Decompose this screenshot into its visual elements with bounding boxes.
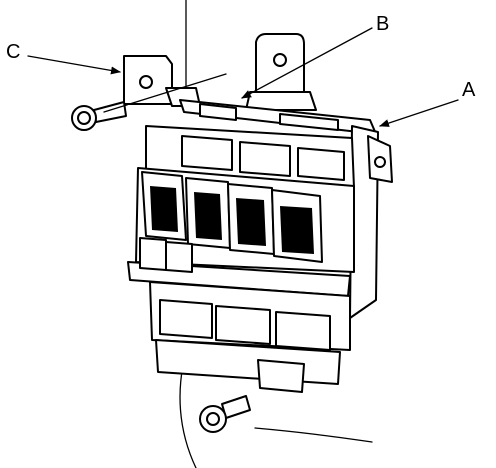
leader-lines xyxy=(27,27,459,127)
mounting-bracket-c xyxy=(123,55,201,107)
lower-bolt xyxy=(199,395,251,433)
top-mounting-tab xyxy=(245,33,317,111)
callout-c: C xyxy=(6,41,20,63)
lower-connector-blocks xyxy=(139,237,331,351)
upper-fuse-slots xyxy=(181,103,345,181)
relay-4 xyxy=(271,189,323,263)
relay-row xyxy=(141,171,323,263)
upper-bolt xyxy=(71,101,127,131)
callout-a: A xyxy=(462,79,476,101)
callout-b: B xyxy=(376,13,389,35)
relay-3 xyxy=(227,183,275,255)
relay-2 xyxy=(185,177,231,249)
relay-1 xyxy=(141,171,187,241)
